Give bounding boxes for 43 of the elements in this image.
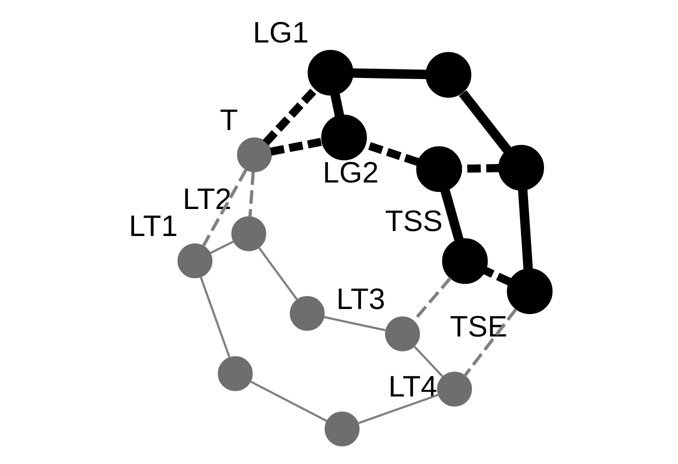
node-circle bbox=[289, 296, 324, 331]
node-label: LT3 bbox=[336, 283, 385, 316]
node-circle bbox=[177, 243, 212, 278]
connector bbox=[462, 308, 517, 378]
node-label: TSE bbox=[449, 310, 507, 344]
connector bbox=[209, 240, 234, 254]
connector bbox=[248, 171, 254, 218]
connector bbox=[199, 276, 230, 358]
node-circle bbox=[436, 372, 472, 407]
connector bbox=[202, 168, 248, 246]
connector bbox=[262, 86, 318, 146]
connector bbox=[482, 266, 512, 286]
node-label: TSS bbox=[384, 204, 442, 238]
node-circle bbox=[384, 316, 420, 352]
node-label: LG2 bbox=[322, 156, 378, 190]
node-circle bbox=[425, 52, 471, 98]
node-circle bbox=[236, 137, 272, 172]
node-label: LT1 bbox=[128, 210, 178, 244]
connector bbox=[356, 394, 439, 424]
connector bbox=[330, 92, 344, 117]
node-circle bbox=[230, 216, 266, 252]
connector bbox=[518, 190, 532, 270]
connector bbox=[412, 345, 443, 378]
connector bbox=[258, 247, 298, 301]
node-label: LT2 bbox=[182, 183, 231, 216]
node-circle bbox=[307, 50, 353, 96]
node-circle bbox=[324, 411, 360, 446]
connector bbox=[460, 164, 500, 173]
node-label: LT4 bbox=[388, 370, 437, 404]
connector bbox=[440, 189, 463, 242]
connector bbox=[270, 138, 323, 156]
node-label: LG1 bbox=[252, 16, 308, 50]
connector bbox=[352, 68, 426, 80]
node-circle bbox=[217, 356, 252, 392]
node-circle bbox=[416, 146, 462, 192]
connector bbox=[249, 380, 327, 422]
node-circle bbox=[320, 114, 366, 160]
node-circle bbox=[506, 268, 552, 314]
connector bbox=[322, 316, 386, 332]
connector bbox=[458, 90, 512, 154]
node-circle bbox=[498, 144, 544, 191]
node-circle bbox=[442, 238, 488, 284]
node-label: T bbox=[219, 104, 238, 138]
